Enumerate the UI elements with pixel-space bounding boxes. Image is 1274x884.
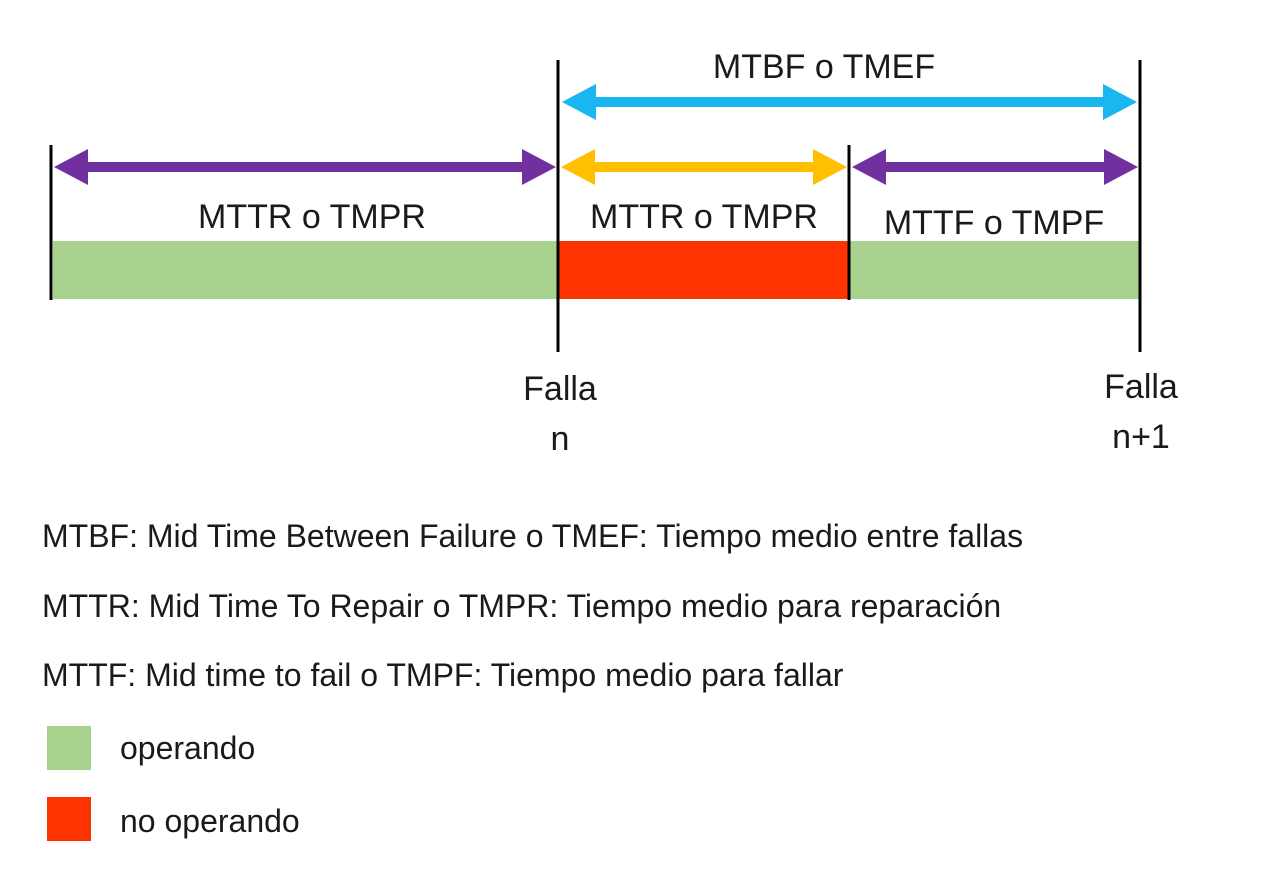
falla-n-label-line1: Falla — [523, 370, 597, 408]
definition-mttr: MTTR: Mid Time To Repair o TMPR: Tiempo … — [42, 588, 1002, 624]
legend-swatch-not-operating — [47, 797, 91, 841]
mtbf-label: MTBF o TMEF — [712, 48, 936, 86]
mttr-mid-arrow — [561, 149, 847, 185]
legend-swatch-operating — [47, 726, 91, 770]
mttr-left-label: MTTR o TMPR — [198, 198, 426, 236]
definition-mttf: MTTF: Mid time to fail o TMPF: Tiempo me… — [42, 657, 844, 693]
operating-bar-left — [53, 241, 558, 299]
mttr-mid-label: MTTR o TMPR — [590, 198, 818, 236]
legend-label-operating: operando — [120, 730, 256, 766]
falla-n1-label-line1: Falla — [1104, 368, 1178, 406]
operating-bar-right — [849, 241, 1140, 299]
falla-n1-label-line2: n+1 — [1112, 418, 1170, 456]
mttr-left-arrow — [54, 149, 556, 185]
mttf-label: MTTF o TMPF — [883, 204, 1105, 242]
definition-mtbf: MTBF: Mid Time Between Failure o TMEF: T… — [42, 518, 1024, 554]
mtbf-arrow — [562, 84, 1137, 120]
legend-label-not-operating: no operando — [120, 803, 300, 839]
falla-n-label-line2: n — [550, 420, 570, 458]
mttf-arrow — [852, 149, 1138, 185]
not-operating-bar — [558, 241, 849, 299]
